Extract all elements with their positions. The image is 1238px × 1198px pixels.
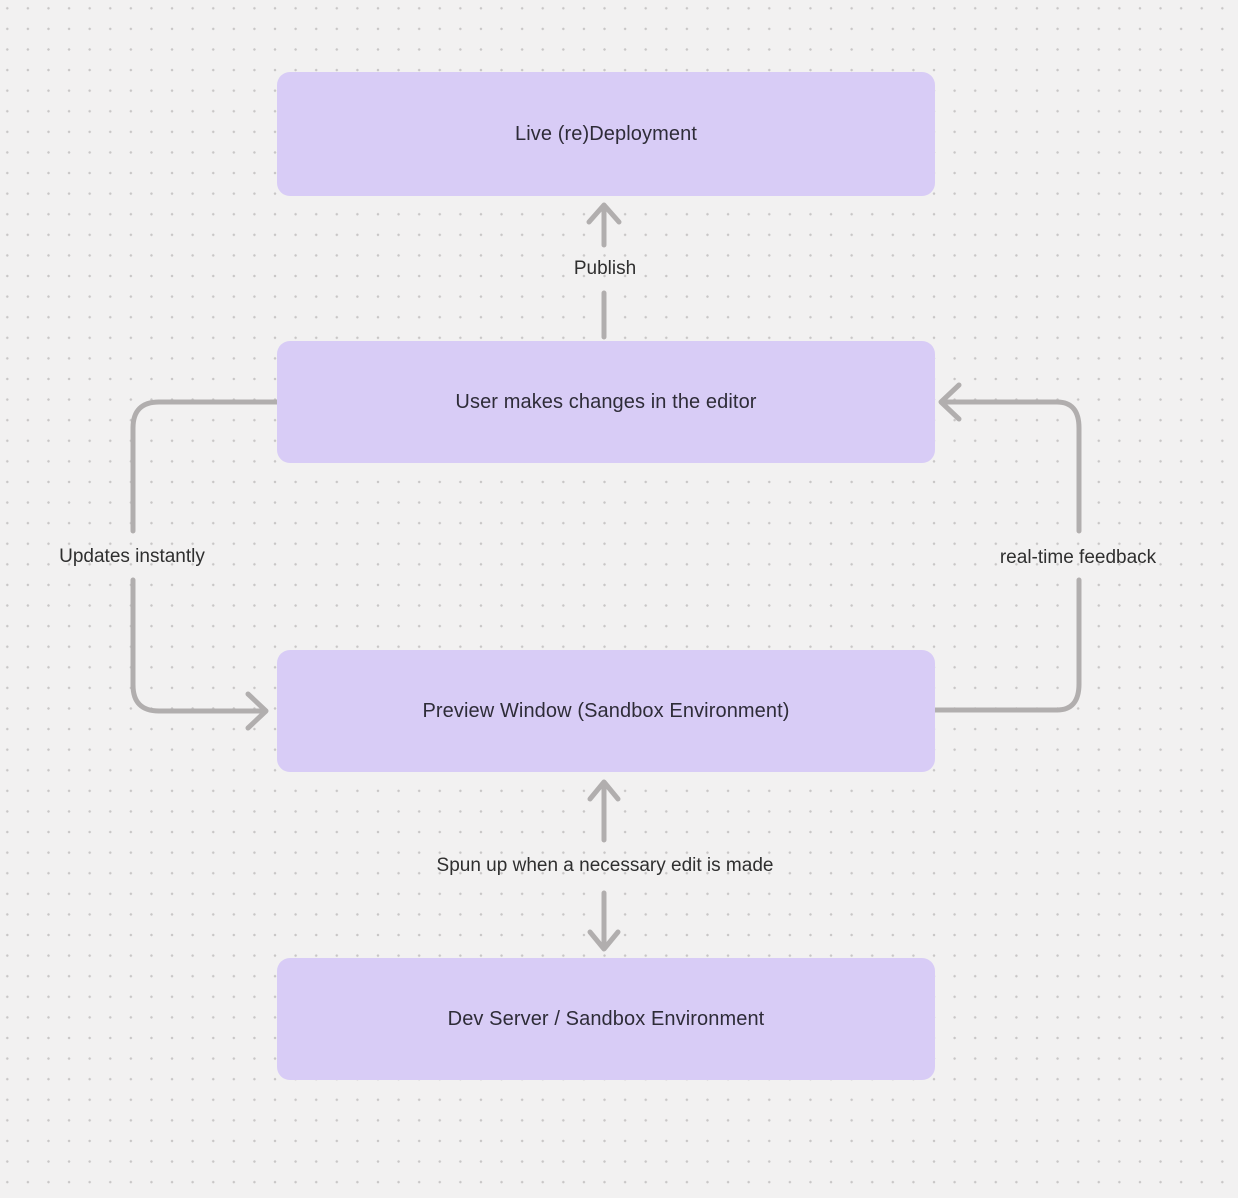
node-preview-window-label: Preview Window (Sandbox Environment): [422, 699, 790, 722]
edge-label-publish: Publish: [573, 258, 637, 279]
node-live-redeployment-label: Live (re)Deployment: [515, 122, 697, 145]
edge-label-real-time-feedback: real-time feedback: [999, 547, 1157, 568]
node-user-editor[interactable]: User makes changes in the editor: [277, 341, 935, 463]
edge-label-spun-up: Spun up when a necessary edit is made: [436, 855, 774, 876]
edge-label-updates-instantly: Updates instantly: [59, 546, 205, 567]
node-preview-window[interactable]: Preview Window (Sandbox Environment): [277, 650, 935, 772]
node-live-redeployment[interactable]: Live (re)Deployment: [277, 72, 935, 196]
node-dev-server-label: Dev Server / Sandbox Environment: [447, 1007, 765, 1030]
node-user-editor-label: User makes changes in the editor: [455, 390, 757, 413]
node-dev-server[interactable]: Dev Server / Sandbox Environment: [277, 958, 935, 1080]
